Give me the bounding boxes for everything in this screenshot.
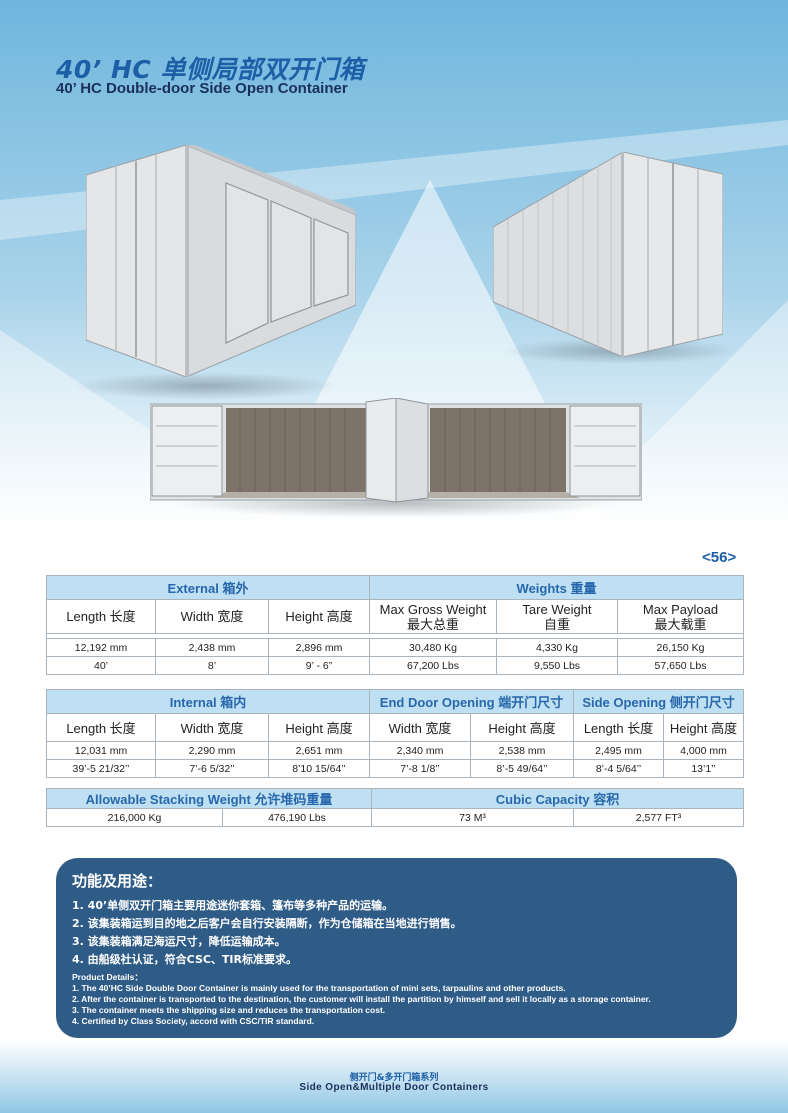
page-title-cn: 40’ HC 单侧局部双开门箱 (56, 55, 365, 84)
external-header: External 箱外 (46, 575, 370, 600)
description-en-item: 3. The container meets the shipping size… (72, 1005, 386, 1015)
table-cell: 12,031 mm (46, 741, 156, 760)
container-right-image (493, 152, 723, 357)
table-row: 12,031 mm 2,290 mm 2,651 mm 2,340 mm 2,5… (46, 741, 745, 760)
table-cell: 26,150 Kg (617, 638, 744, 657)
cubic-capacity-header: Cubic Capacity 容积 (371, 788, 745, 809)
end-door-opening-header: End Door Opening 端开门尺寸 (369, 689, 575, 714)
description-cn-item: 1. 40’单侧双开门箱主要用途迷你套箱、篷布等多种产品的运输。 (72, 899, 394, 912)
column-header: Length 长度 (46, 599, 156, 634)
table-cell: 39’-5 21/32’’ (46, 759, 156, 778)
description-cn-item: 2. 该集装箱运到目的地之后客户会自行安装隔断，作为仓储箱在当地进行销售。 (72, 917, 462, 930)
table-cell: 2,538 mm (470, 741, 575, 760)
container-left-image (86, 145, 356, 377)
external-weights-table: External 箱外 Weights 重量 Length 长度 Width 宽… (46, 575, 744, 675)
table-row: 216,000 Kg 476,190 Lbs 73 M³ 2,577 FT³ (46, 808, 745, 827)
table-cell: 8’-5 49/64’’ (470, 759, 575, 778)
table-row (46, 633, 744, 639)
description-en-title: Product Details： (72, 972, 143, 982)
container-open-image (150, 398, 642, 503)
column-header: Length 长度 (46, 713, 156, 742)
column-header: Width 宽度 (369, 713, 472, 742)
stacking-capacity-table: Allowable Stacking Weight 允许堆码重量 Cubic C… (45, 788, 745, 827)
table-cell: 8’10 15/64’’ (267, 759, 371, 778)
footer-series-en: Side Open&Multiple Door Containers (299, 1082, 489, 1093)
table-cell: 2,896 mm (268, 638, 370, 657)
table-cell: 7’-6 5/32’’ (155, 759, 269, 778)
footer-background (0, 1040, 788, 1113)
table-cell: 4,000 mm (663, 741, 745, 760)
footer-series-cn: 侧开门&多开门箱系列 (349, 1073, 439, 1083)
description-en-item: 2. After the container is transported to… (72, 994, 651, 1004)
column-header: Height 高度 (663, 713, 745, 742)
description-en-item: 4. Certified by Class Society, accord wi… (72, 1016, 315, 1026)
column-header: Length 长度 (573, 713, 665, 742)
table-cell: 12,192 mm (46, 638, 156, 657)
table-cell: 2,290 mm (155, 741, 269, 760)
table-cell: 476,190 Lbs (221, 808, 373, 827)
page-title-en: 40’ HC Double-door Side Open Container (56, 80, 348, 97)
table-cell: 9,550 Lbs (496, 656, 618, 675)
internal-header: Internal 箱内 (45, 689, 371, 714)
table-cell: 30,480 Kg (369, 638, 497, 657)
table-cell: 2,495 mm (573, 741, 665, 760)
side-opening-header: Side Opening 侧开门尺寸 (573, 689, 745, 714)
internal-openings-table: Internal 箱内 End Door Opening 端开门尺寸 Side … (45, 689, 745, 778)
table-cell: 57,650 Lbs (617, 656, 744, 675)
table-cell: 2,577 FT³ (573, 808, 745, 827)
table-cell: 2,340 mm (369, 741, 472, 760)
description-cn-item: 3. 该集装箱满足海运尺寸，降低运输成本。 (72, 935, 286, 948)
column-header: Height 高度 (267, 713, 371, 742)
description-cn-item: 4. 由船级社认证，符合CSC、TIR标准要求。 (72, 953, 297, 966)
table-cell: 2,651 mm (267, 741, 371, 760)
table-row: 12,192 mm 2,438 mm 2,896 mm 30,480 Kg 4,… (46, 638, 744, 657)
table-cell: 8’-4 5/64’’ (573, 759, 665, 778)
description-en-item: 1. The 40’HC Side Double Door Container … (72, 983, 566, 993)
table-cell: 7’-8 1/8’’ (369, 759, 472, 778)
table-cell: 40’ (46, 656, 156, 675)
table-cell: 216,000 Kg (46, 808, 223, 827)
column-header: Height 高度 (268, 599, 370, 634)
container-shadow-left (70, 372, 340, 400)
table-row: 39’-5 21/32’’ 7’-6 5/32’’ 8’10 15/64’’ 7… (46, 759, 745, 778)
table-cell: 13’1’’ (663, 759, 745, 778)
table-cell: 2,438 mm (155, 638, 269, 657)
page-number: <56> (702, 549, 737, 566)
table-row: 40’ 8’ 9’ - 6” 67,200 Lbs 9,550 Lbs 57,6… (46, 656, 744, 675)
column-header: Width 宽度 (155, 713, 269, 742)
product-description-box: 功能及用途： 1. 40’单侧双开门箱主要用途迷你套箱、篷布等多种产品的运输。 … (56, 858, 737, 1038)
table-cell: 4,330 Kg (496, 638, 618, 657)
table-cell: 8’ (155, 656, 269, 675)
column-header: Height 高度 (470, 713, 575, 742)
weights-header: Weights 重量 (369, 575, 744, 600)
column-header: Width 宽度 (155, 599, 269, 634)
description-title: 功能及用途： (72, 872, 163, 890)
table-cell: 73 M³ (371, 808, 575, 827)
table-cell: 67,200 Lbs (369, 656, 497, 675)
table-cell: 9’ - 6” (268, 656, 370, 675)
stacking-weight-header: Allowable Stacking Weight 允许堆码重量 (45, 788, 373, 809)
